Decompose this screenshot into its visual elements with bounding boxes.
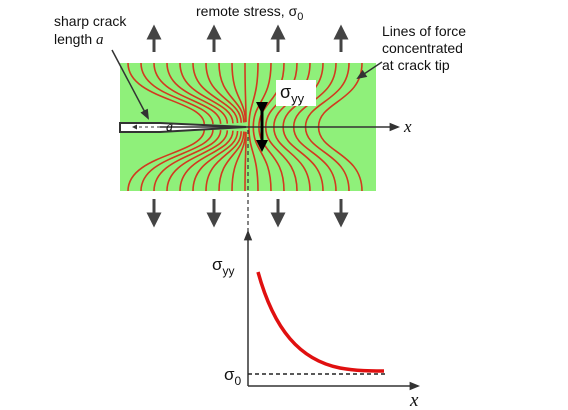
force-line <box>127 129 206 191</box>
force-line <box>252 126 272 191</box>
force-line <box>244 131 247 191</box>
crack-length-label: length a <box>54 31 104 48</box>
force-line <box>205 63 242 123</box>
force-line <box>248 126 259 191</box>
force-line <box>218 131 245 191</box>
force-line <box>304 63 350 128</box>
stress-arrows-top <box>146 24 349 52</box>
force-line <box>166 63 229 124</box>
graph-baseline-label: σ0 <box>224 365 242 388</box>
force-line <box>153 130 222 191</box>
force-line <box>192 63 239 124</box>
force-line <box>127 63 206 125</box>
force-line <box>244 63 247 123</box>
sharp-crack-label: sharp crack <box>54 13 127 29</box>
graph-x-label: x <box>409 390 419 410</box>
force-line <box>140 129 214 191</box>
force-lines-label-1: Lines of force <box>382 23 466 39</box>
force-label-pointer <box>356 61 383 80</box>
x-axis-label: x <box>403 117 412 136</box>
crack-length-var: a <box>166 120 173 135</box>
force-line <box>179 130 234 191</box>
stress-decay-curve <box>256 271 385 373</box>
remote-stress-label: remote stress, σ0 <box>196 3 303 23</box>
force-line <box>304 126 350 191</box>
force-line <box>231 63 247 123</box>
sigma-yy-label: σyy <box>280 82 305 106</box>
force-line <box>140 63 214 125</box>
stress-arrows-bottom <box>146 199 349 228</box>
force-line <box>292 126 337 191</box>
force-line <box>205 131 242 191</box>
force-line <box>231 131 247 191</box>
crack-label-pointer <box>111 49 149 120</box>
sigma-yy-box <box>276 80 316 106</box>
force-line <box>179 63 234 124</box>
force-lines-label-2: concentrated <box>382 40 463 56</box>
force-line <box>166 130 229 191</box>
force-line <box>317 126 363 191</box>
force-line <box>273 126 311 191</box>
force-line <box>192 130 239 191</box>
force-line <box>282 126 324 191</box>
force-line <box>218 63 245 123</box>
force-line <box>153 63 222 124</box>
stress-graph: σyy σ0 x <box>212 229 421 410</box>
force-lines-label-3: at crack tip <box>382 57 450 73</box>
force-line <box>248 63 259 128</box>
force-lines <box>127 63 363 191</box>
graph-y-label: σyy <box>212 255 235 278</box>
force-line <box>252 63 272 128</box>
